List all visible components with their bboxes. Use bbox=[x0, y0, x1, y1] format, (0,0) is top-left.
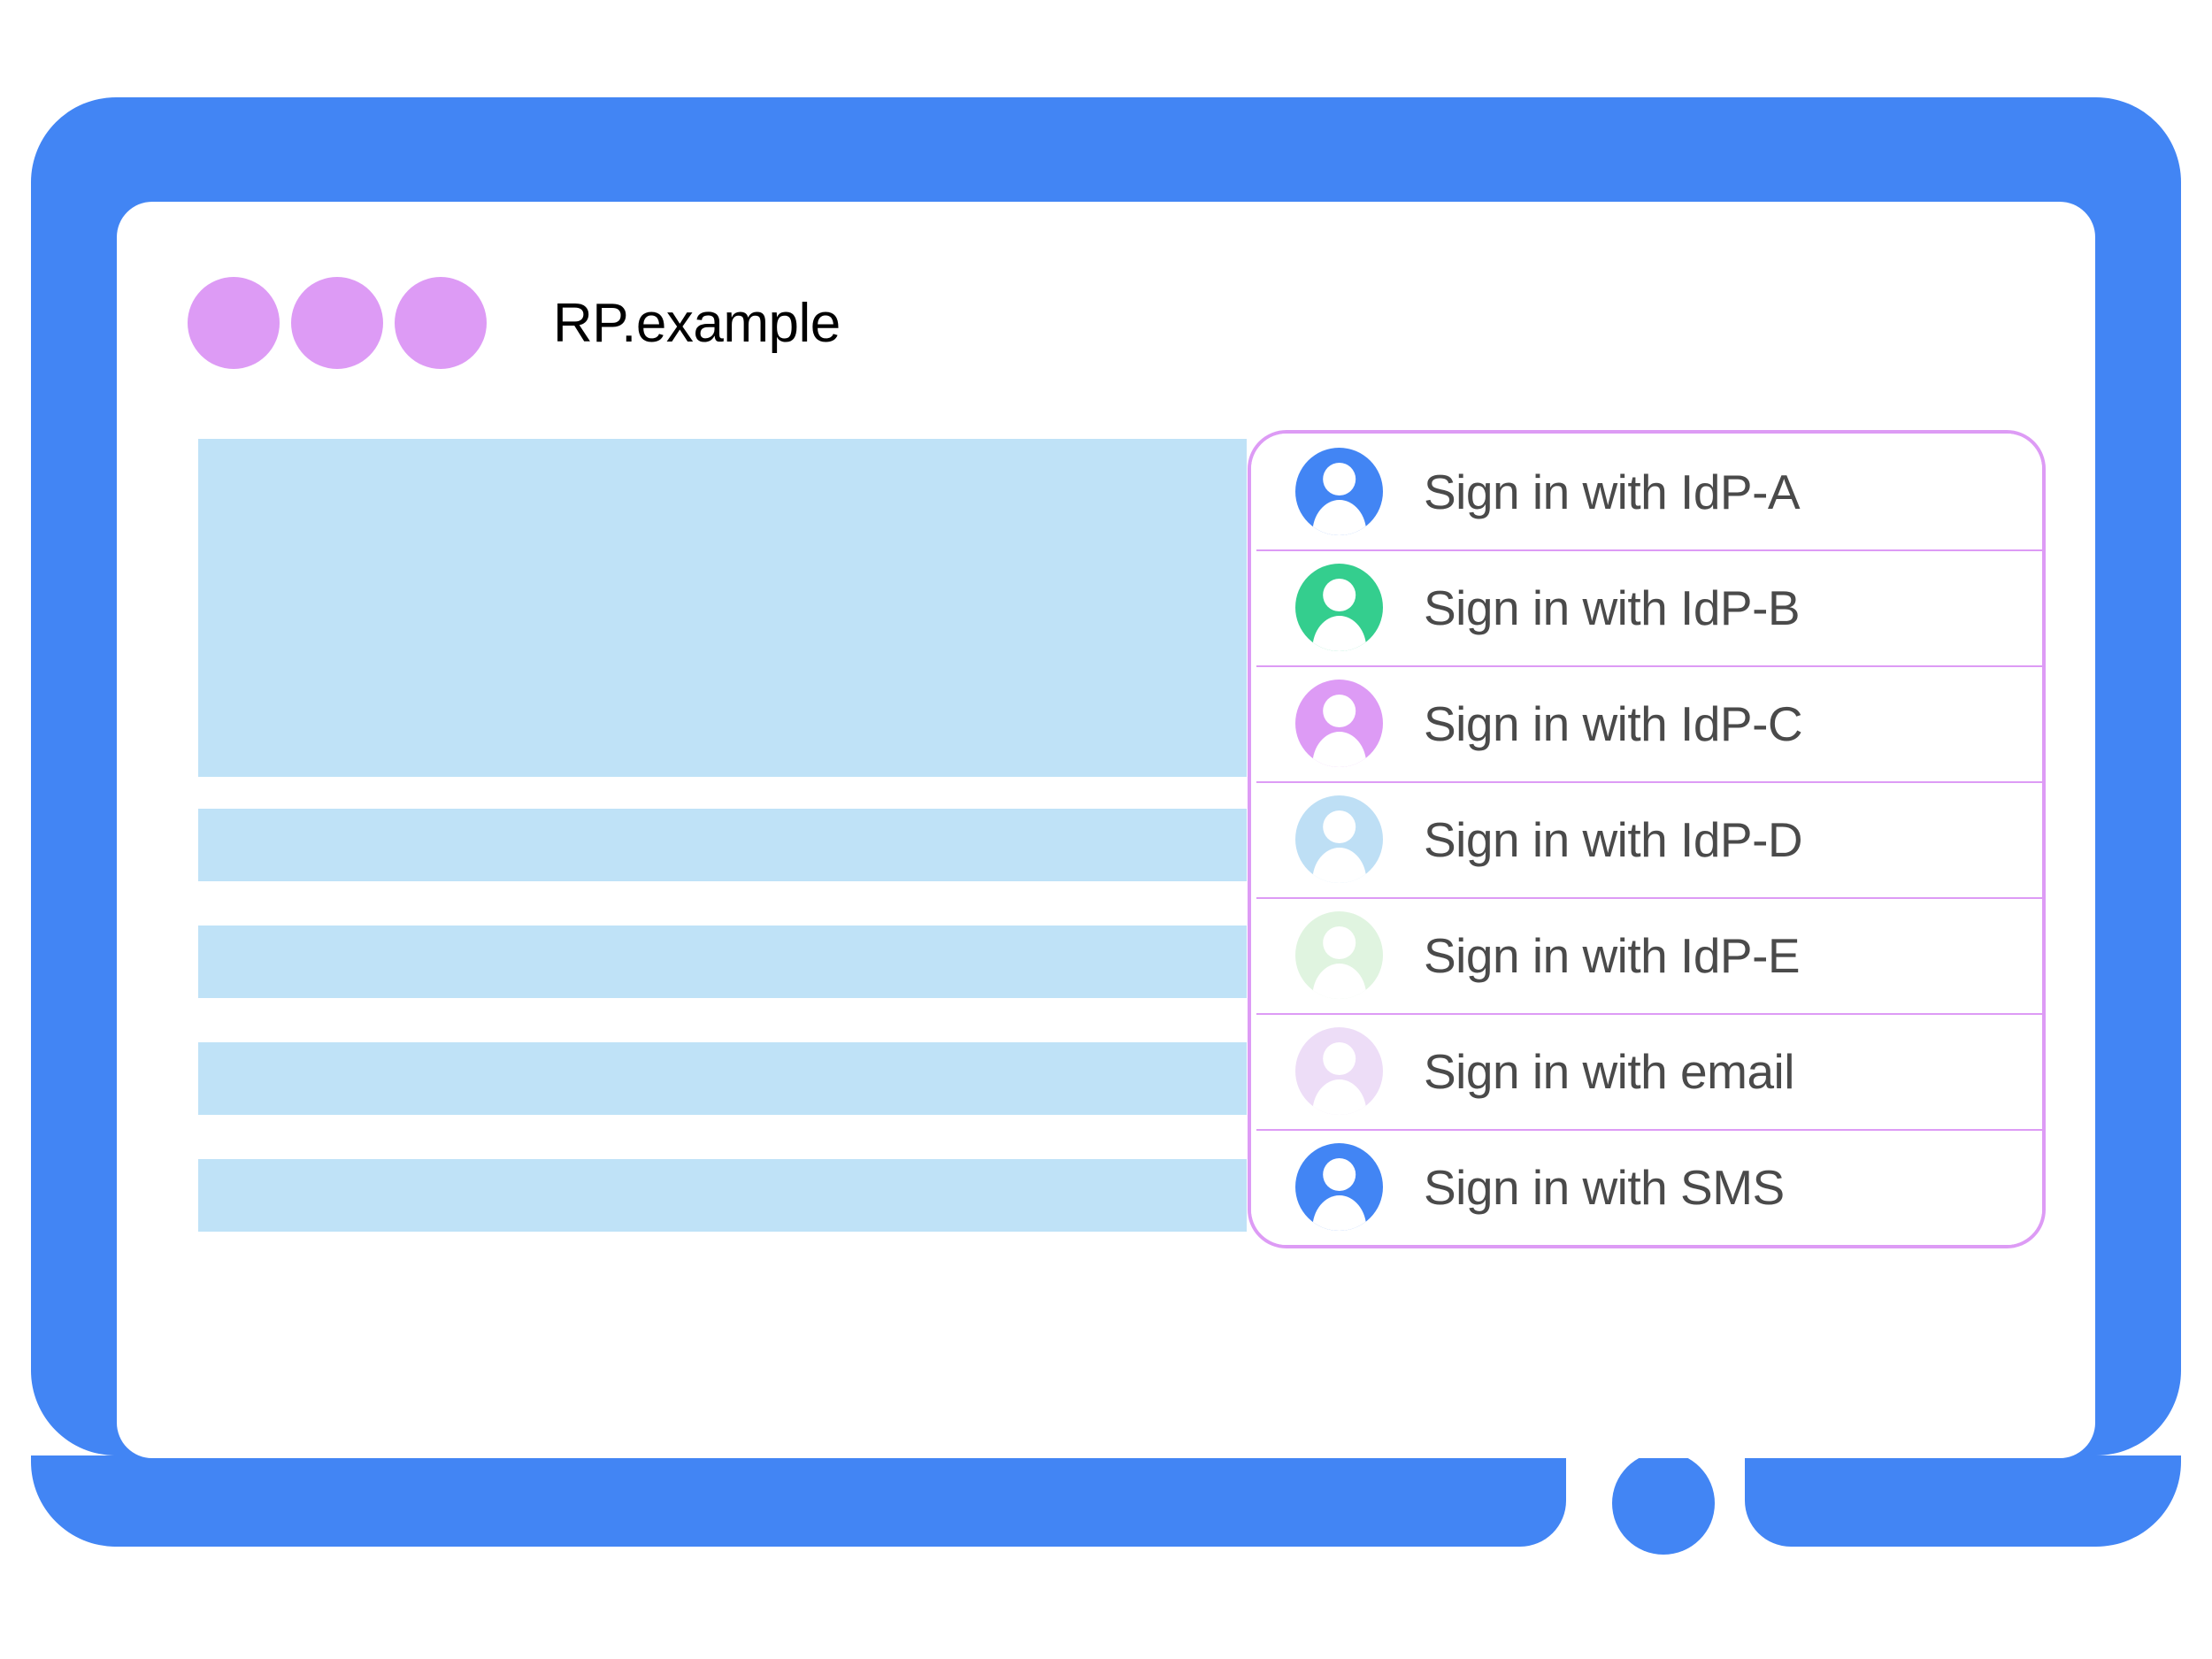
content-placeholder-bar-3 bbox=[198, 1042, 1247, 1115]
account-avatar-icon bbox=[1295, 911, 1383, 999]
titlebar: RP.example bbox=[188, 274, 841, 372]
device-bezel-bottom-right bbox=[1745, 1455, 2181, 1547]
account-avatar-icon bbox=[1295, 795, 1383, 883]
device-screen: RP.example Sign in with IdP-A Sign in wi… bbox=[117, 202, 2095, 1458]
content-placeholders bbox=[198, 439, 1247, 1232]
signin-option-sms[interactable]: Sign in with SMS bbox=[1251, 1129, 2042, 1245]
content-placeholder-bar-4 bbox=[198, 1159, 1247, 1232]
window-dot-3[interactable] bbox=[395, 277, 487, 369]
account-avatar-icon bbox=[1295, 1143, 1383, 1231]
signin-option-email[interactable]: Sign in with email bbox=[1251, 1013, 2042, 1129]
content-placeholder-bar-2 bbox=[198, 926, 1247, 998]
signin-option-label: Sign in with IdP-A bbox=[1424, 464, 1801, 519]
signin-option-label: Sign in with IdP-D bbox=[1424, 811, 1803, 867]
account-avatar-icon bbox=[1295, 1027, 1383, 1115]
signin-provider-card: Sign in with IdP-A Sign in with IdP-B Si… bbox=[1248, 430, 2046, 1248]
page-title: RP.example bbox=[553, 292, 841, 354]
signin-option-idp-e[interactable]: Sign in with IdP-E bbox=[1251, 897, 2042, 1013]
signin-option-idp-b[interactable]: Sign in with IdP-B bbox=[1251, 549, 2042, 665]
account-avatar-icon bbox=[1295, 448, 1383, 535]
content-placeholder-hero bbox=[198, 439, 1247, 777]
account-avatar-icon bbox=[1295, 680, 1383, 767]
window-dot-2[interactable] bbox=[291, 277, 383, 369]
signin-option-idp-d[interactable]: Sign in with IdP-D bbox=[1251, 781, 2042, 897]
device-bezel-bottom-left bbox=[31, 1455, 1566, 1547]
window-dot-1[interactable] bbox=[188, 277, 280, 369]
home-button[interactable] bbox=[1612, 1452, 1715, 1555]
signin-option-label: Sign in with IdP-E bbox=[1424, 927, 1801, 983]
signin-option-label: Sign in with SMS bbox=[1424, 1159, 1785, 1215]
account-avatar-icon bbox=[1295, 564, 1383, 651]
signin-option-label: Sign in with IdP-B bbox=[1424, 580, 1801, 635]
signin-option-label: Sign in with IdP-C bbox=[1424, 695, 1803, 751]
signin-option-idp-c[interactable]: Sign in with IdP-C bbox=[1251, 665, 2042, 781]
content-placeholder-bar-1 bbox=[198, 809, 1247, 881]
signin-option-idp-a[interactable]: Sign in with IdP-A bbox=[1251, 434, 2042, 549]
signin-option-label: Sign in with email bbox=[1424, 1043, 1794, 1099]
